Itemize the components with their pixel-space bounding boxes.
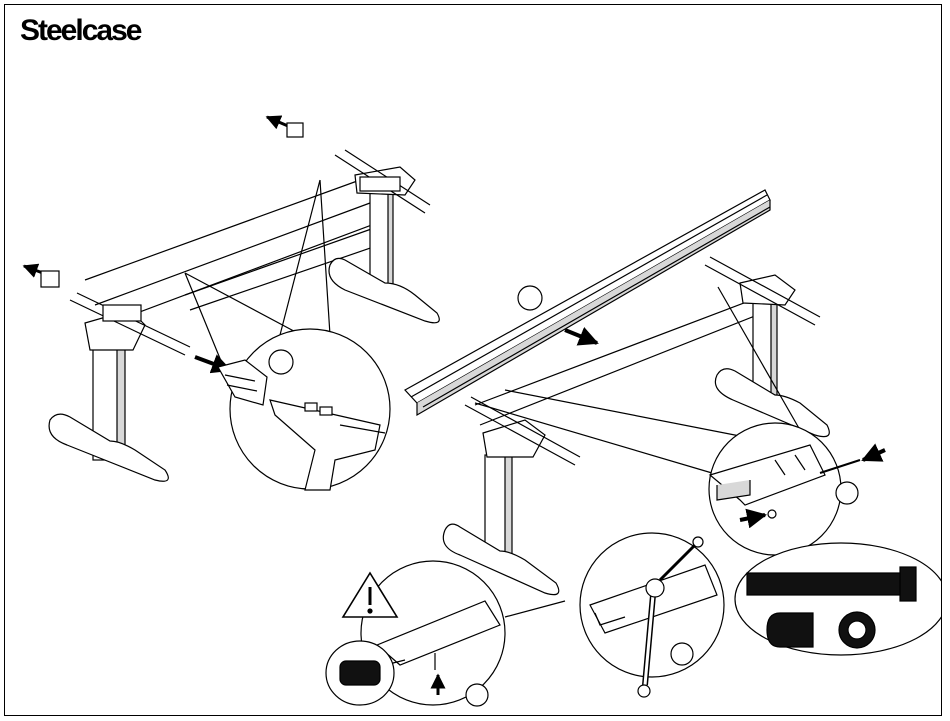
bolt-detail <box>709 423 885 555</box>
instruction-page: Steelcase <box>4 4 942 716</box>
assembly-illustration <box>5 5 942 716</box>
left-bracket-detail <box>185 180 390 490</box>
bolt-and-washer-callout <box>735 543 942 655</box>
wrench-detail <box>580 533 724 697</box>
